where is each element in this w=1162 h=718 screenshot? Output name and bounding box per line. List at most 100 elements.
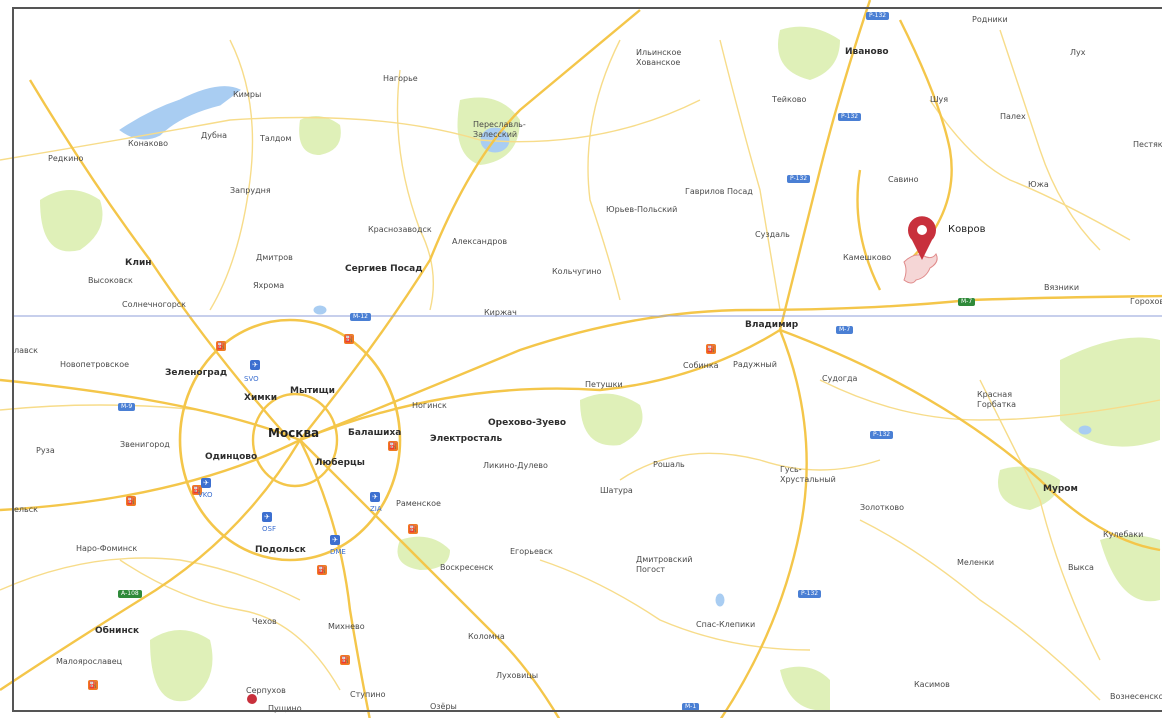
place-label[interactable]: Нагорье	[383, 74, 418, 83]
place-label[interactable]: Редкино	[48, 154, 84, 163]
place-label[interactable]: Кимры	[233, 90, 262, 99]
place-label[interactable]: Меленки	[957, 558, 995, 567]
place-label[interactable]: Кулебаки	[1103, 530, 1144, 539]
fuel-station-icon[interactable]: ⛽	[388, 441, 398, 451]
place-label[interactable]: Красная Горбатка	[977, 390, 1017, 409]
city-label-lyubertsy[interactable]: Люберцы	[315, 458, 365, 468]
place-label[interactable]: Ногинск	[412, 401, 447, 410]
city-label-ivanovo[interactable]: Иваново	[845, 47, 889, 57]
city-label-odintsovo[interactable]: Одинцово	[205, 452, 258, 462]
fuel-station-icon[interactable]: ⛽	[344, 334, 354, 344]
place-label[interactable]: Южа	[1028, 180, 1049, 189]
airport-icon[interactable]: ✈	[201, 478, 211, 488]
place-label[interactable]: лавск	[14, 346, 38, 355]
place-label[interactable]: Коломна	[468, 632, 505, 641]
place-label[interactable]: Суздаль	[755, 230, 790, 239]
city-label-zelenograd[interactable]: Зеленоград	[165, 368, 228, 378]
place-label[interactable]: Новопетровское	[60, 360, 130, 369]
place-label[interactable]: Выкса	[1068, 563, 1094, 572]
place-label[interactable]: Луховицы	[496, 671, 539, 680]
place-label[interactable]: Конаково	[128, 139, 169, 148]
place-label[interactable]: Серпухов	[246, 686, 286, 695]
place-label[interactable]: Звенигород	[120, 440, 170, 449]
place-label[interactable]: Касимов	[914, 680, 950, 689]
place-label[interactable]: Шатура	[600, 486, 633, 495]
place-label[interactable]: Краснозаводск	[368, 225, 432, 234]
city-label-sergiev[interactable]: Сергиев Посад	[345, 264, 423, 274]
city-label-obninsk[interactable]: Обнинск	[95, 626, 140, 636]
place-label[interactable]: Ступино	[350, 690, 386, 699]
place-label[interactable]: Дмитров	[256, 253, 293, 262]
place-label[interactable]: ельск	[14, 505, 38, 514]
place-label[interactable]: Савино	[888, 175, 919, 184]
place-label[interactable]: Тейково	[772, 95, 807, 104]
city-label-murom[interactable]: Муром	[1043, 484, 1078, 494]
fuel-station-icon[interactable]: ⛽	[192, 485, 202, 495]
place-label[interactable]: Михнево	[328, 622, 365, 631]
airport-icon[interactable]: ✈	[330, 535, 340, 545]
place-label[interactable]: Собинка	[683, 361, 719, 370]
place-label[interactable]: Пестяки	[1133, 140, 1162, 149]
fuel-station-icon[interactable]: ⛽	[408, 524, 418, 534]
place-label[interactable]: Яхрома	[253, 281, 285, 290]
airport-icon[interactable]: ✈	[370, 492, 380, 502]
fuel-station-icon[interactable]: ⛽	[88, 680, 98, 690]
place-label[interactable]: Высоковск	[88, 276, 133, 285]
fuel-station-icon[interactable]: ⛽	[706, 344, 716, 354]
place-label[interactable]: Воскресенск	[440, 563, 494, 572]
place-label[interactable]: Петушки	[585, 380, 623, 389]
airport-icon[interactable]: ✈	[262, 512, 272, 522]
fuel-station-icon[interactable]: ⛽	[216, 341, 226, 351]
place-label[interactable]: Дмитровский Погост	[636, 555, 693, 574]
city-label-orekhovo[interactable]: Орехово-Зуево	[488, 418, 567, 428]
place-label[interactable]: Переславль-Залесский	[473, 120, 526, 139]
place-label[interactable]: Родники	[972, 15, 1008, 24]
place-label[interactable]: Александров	[452, 237, 508, 246]
city-label-elektrostal[interactable]: Электросталь	[430, 434, 503, 444]
fuel-station-icon[interactable]: ⛽	[340, 655, 350, 665]
city-label-balashikha[interactable]: Балашиха	[348, 428, 402, 438]
place-label[interactable]: Камешково	[843, 253, 892, 262]
place-label[interactable]: Вознесенское	[1110, 692, 1162, 701]
place-label[interactable]: Солнечногорск	[122, 300, 187, 309]
place-label[interactable]: Дубна	[201, 131, 228, 140]
place-label[interactable]: Рошаль	[653, 460, 685, 469]
place-label[interactable]: Ильинское Хованское	[636, 48, 682, 67]
place-label[interactable]: Гороховец	[1130, 297, 1162, 306]
fuel-station-icon[interactable]: ⛽	[126, 496, 136, 506]
place-label[interactable]: Юрьев-Польский	[606, 205, 678, 214]
airport-icon[interactable]: ✈	[250, 360, 260, 370]
place-label[interactable]: Раменское	[396, 499, 441, 508]
place-label[interactable]: Запрудня	[230, 186, 271, 195]
place-label[interactable]: Руза	[36, 446, 55, 455]
place-label[interactable]: Талдом	[260, 134, 292, 143]
place-label[interactable]: Вязники	[1044, 283, 1080, 292]
fuel-station-icon[interactable]: ⛽	[317, 565, 327, 575]
place-label[interactable]: Ликино-Дулево	[483, 461, 548, 470]
place-label[interactable]: Шуя	[930, 95, 949, 104]
capital-label[interactable]: Москва	[268, 426, 320, 440]
city-label-mytishchi[interactable]: Мытищи	[290, 386, 335, 396]
place-label[interactable]: Киржач	[484, 308, 517, 317]
city-label-khimki[interactable]: Химки	[244, 393, 278, 403]
city-label-vladimir[interactable]: Владимир	[745, 320, 799, 330]
place-label[interactable]: Малоярославец	[56, 657, 123, 666]
place-label[interactable]: Пущино	[268, 704, 302, 713]
place-label[interactable]: Кольчугино	[552, 267, 602, 276]
place-label[interactable]: Гаврилов Посад	[685, 187, 753, 196]
place-label[interactable]: Судогда	[822, 374, 858, 383]
place-label[interactable]: Палех	[1000, 112, 1026, 121]
place-label[interactable]: Клин	[125, 258, 152, 268]
city-label-podolsk[interactable]: Подольск	[255, 545, 306, 555]
place-label[interactable]: Чехов	[252, 617, 277, 626]
place-label[interactable]: Лух	[1070, 48, 1086, 57]
place-label[interactable]: Гусь-Хрустальный	[780, 465, 836, 484]
place-label[interactable]: Озёры	[430, 702, 457, 711]
place-label[interactable]: Спас-Клепики	[696, 620, 756, 629]
place-label[interactable]: Золотково	[860, 503, 905, 512]
place-label[interactable]: Наро-Фоминск	[76, 544, 138, 553]
place-label[interactable]: Радужный	[733, 360, 777, 369]
marker-label[interactable]: Ковров	[948, 224, 986, 235]
